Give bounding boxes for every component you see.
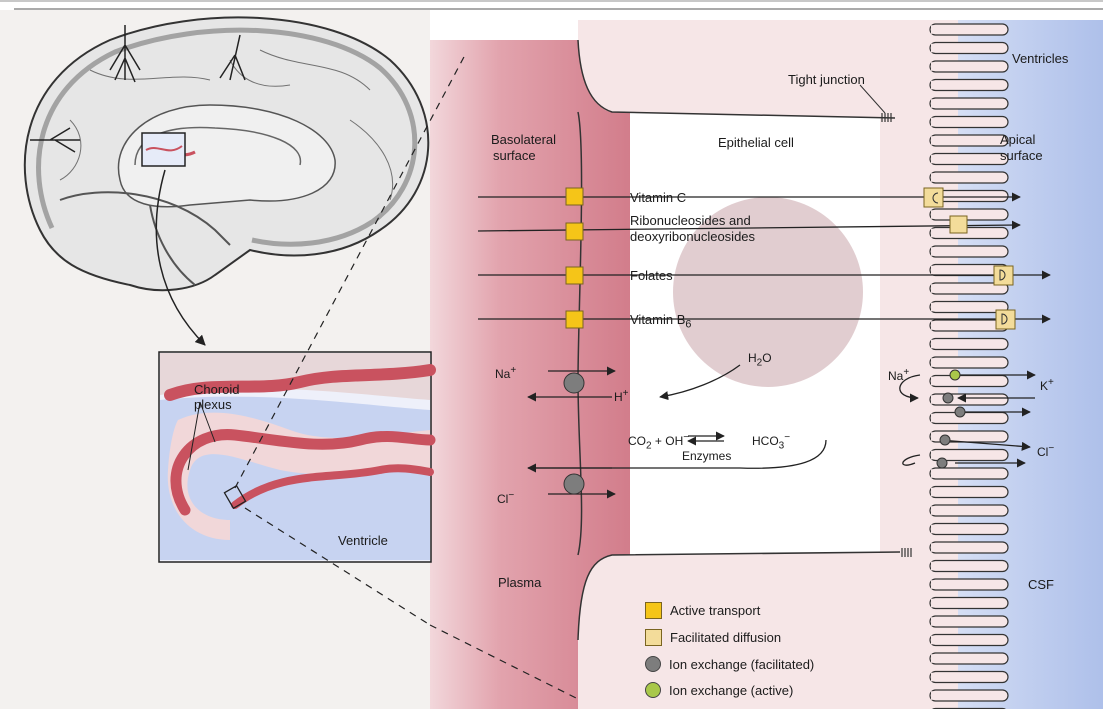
enzymes-label: Enzymes [682,449,731,464]
transporter-folates-basolateral [566,267,583,284]
deoxyribonucleosides-label: deoxyribonucleosides [630,229,755,244]
legend-active-transport: Active transport [645,602,760,619]
apical-surface-label: surface [1000,148,1043,163]
epithelial-cell-label: Epithelial cell [718,135,794,150]
legend-dot-facilitated [645,656,661,672]
microvilli [930,20,1008,709]
tight-junction-label: Tight junction [788,72,865,87]
na-left-label: Na+ [495,363,516,382]
cl-right-label: Cl− [1037,441,1054,460]
legend-dot-active [645,682,661,698]
choroid-label: Choroid [194,382,240,397]
na-right-label: Na+ [888,365,909,384]
ribonucleosides-label: Ribonucleosides and [630,213,751,228]
cl-left-label: Cl− [497,488,514,507]
transporter-b6-basolateral [566,311,583,328]
transporter-ribo-basolateral [566,223,583,240]
legend-ion-exchange-active: Ion exchange (active) [645,682,793,698]
legend-label: Ion exchange (facilitated) [669,657,814,672]
folates-label: Folates [630,268,673,283]
h-plus-label: H+ [614,386,629,405]
legend-facilitated-diffusion: Facilitated diffusion [645,629,781,646]
plexus-label: plexus [194,397,232,412]
legend-label: Active transport [670,603,760,618]
ventricle-inset-label: Ventricle [338,533,388,548]
co2-oh-label: CO2 + OH− [628,430,689,453]
hco3-label: HCO3− [752,430,790,453]
vitamin-c-label: Vitamin C [630,190,686,205]
vitamin-b6-label: Vitamin B6 [630,312,691,333]
legend-label: Ion exchange (active) [669,683,793,698]
csf-label: CSF [1028,577,1054,592]
h2o-label: H2O [748,351,772,370]
k-plus-label: K+ [1040,375,1054,394]
basolateral-surface-label: surface [493,148,536,163]
plasma-label: Plasma [498,575,541,590]
legend-ion-exchange-facilitated: Ion exchange (facilitated) [645,656,814,672]
legend-swatch-active [645,602,662,619]
transporter-vitamin-c-basolateral [566,188,583,205]
apical-label: Apical [1000,132,1035,147]
legend-label: Facilitated diffusion [670,630,781,645]
basolateral-label: Basolateral [491,132,556,147]
ventricles-label: Ventricles [1012,51,1068,66]
legend-swatch-facilitated [645,629,662,646]
